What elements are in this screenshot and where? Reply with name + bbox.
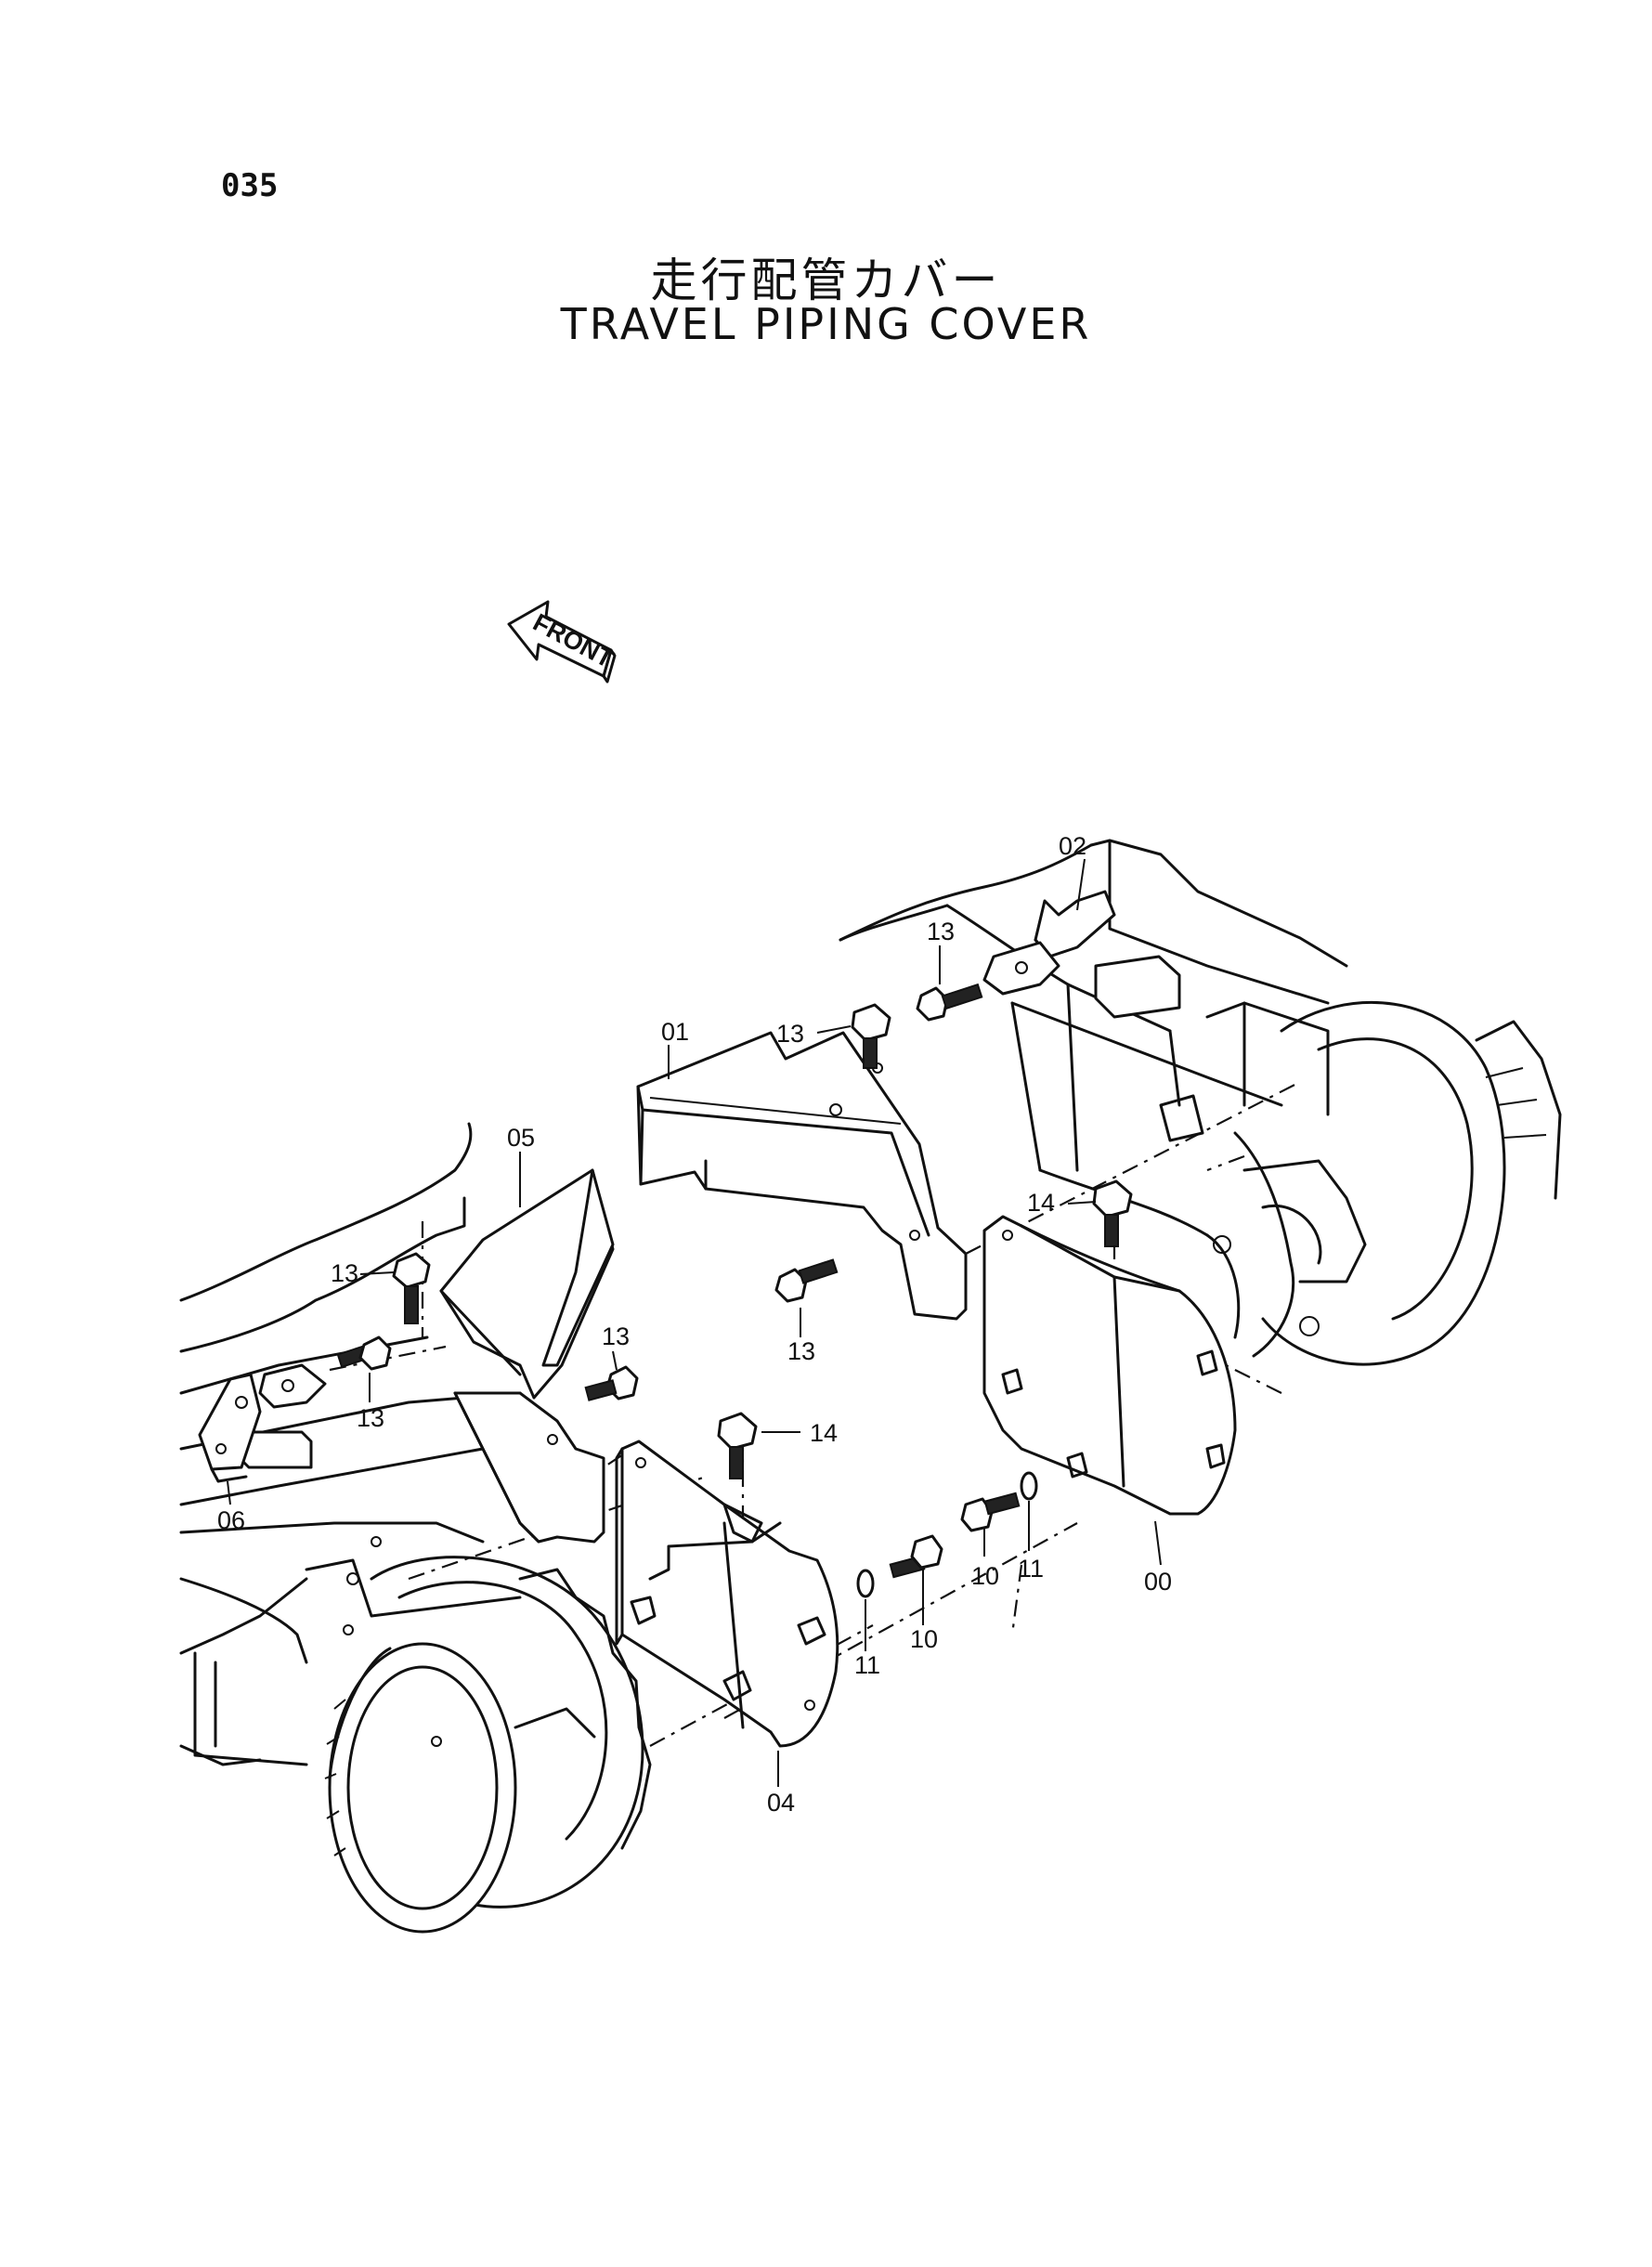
bolt-10-right <box>960 1492 1021 1532</box>
callout-13-center: 13 <box>602 1322 630 1350</box>
callout-14-left: 14 <box>810 1419 838 1447</box>
bolt-14-right <box>1092 1179 1133 1247</box>
right-track-frame <box>839 839 1562 1366</box>
callout-11-left: 11 <box>854 1651 880 1679</box>
callout-04: 04 <box>767 1789 795 1817</box>
part-02-bracket <box>982 890 1116 996</box>
callout-13-left: 13 <box>331 1259 358 1287</box>
callout-13-left-lower: 13 <box>357 1404 384 1432</box>
callout-01: 01 <box>661 1018 689 1046</box>
title-english: TRAVEL PIPING COVER <box>560 299 1092 349</box>
callout-13-mid: 13 <box>787 1337 815 1365</box>
washer-11-right <box>1020 1471 1038 1501</box>
callout-02: 02 <box>1059 832 1086 860</box>
callout-numbers: 00 01 02 04 05 06 10 10 11 11 13 13 13 1… <box>217 832 1172 1817</box>
part-05-cover <box>439 1168 615 1544</box>
callout-13-upper-right: 13 <box>927 918 955 945</box>
washer-11-left <box>856 1569 875 1598</box>
title-japanese: 走行配管カバー <box>650 254 1002 307</box>
callout-11-right: 11 <box>1018 1555 1044 1583</box>
bolt-13-upper <box>851 1003 891 1069</box>
part-04-cover <box>615 1440 839 1748</box>
callout-00: 00 <box>1144 1568 1172 1596</box>
callout-10-left: 10 <box>910 1625 938 1653</box>
part-06-plate <box>198 1363 327 1483</box>
callout-14-right: 14 <box>1027 1189 1055 1217</box>
bolt-13-center <box>584 1365 639 1401</box>
bolt-13-left-lower <box>336 1335 392 1371</box>
bolt-13-upper-right <box>916 983 983 1022</box>
bolt-13-left <box>392 1252 431 1324</box>
callout-10-right: 10 <box>971 1562 999 1590</box>
bolt-14-left <box>717 1412 758 1479</box>
front-arrow-icon: FRONT <box>507 600 618 684</box>
callout-06: 06 <box>217 1506 245 1534</box>
leader-lines <box>227 858 1162 1787</box>
page-number: 035 <box>221 167 279 204</box>
part-01-cover <box>636 1031 968 1321</box>
callout-13-upper: 13 <box>776 1020 804 1048</box>
callout-05: 05 <box>507 1124 535 1152</box>
left-track-frame <box>179 1122 652 1934</box>
bolt-10-left <box>889 1534 943 1579</box>
bolt-13-mid <box>774 1258 839 1303</box>
part-00-cover <box>982 1215 1237 1516</box>
